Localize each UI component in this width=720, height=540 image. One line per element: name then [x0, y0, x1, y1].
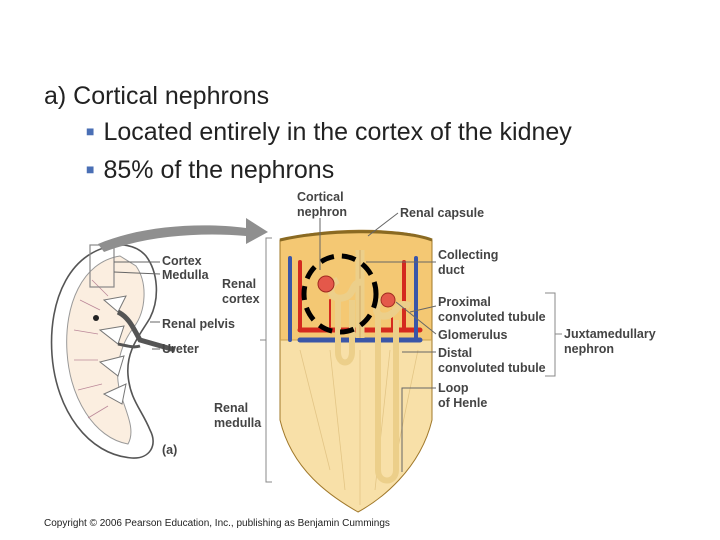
label-renal-cortex: Renal cortex — [222, 277, 260, 306]
copyright-text: Copyright © 2006 Pearson Education, Inc.… — [44, 518, 390, 529]
label-glomerulus: Glomerulus — [438, 328, 508, 342]
arrow-icon — [98, 218, 268, 252]
bullet-item: ■ Located entirely in the cortex of the k… — [86, 118, 572, 147]
label-cortex: Cortex — [162, 254, 202, 268]
highlight-circle — [301, 253, 379, 335]
bullet-item: ■ 85% of the nephrons — [86, 156, 334, 185]
label-collecting-duct: Collecting duct — [438, 248, 499, 277]
label-juxtamedullary-nephron: Juxtamedullary nephron — [564, 327, 656, 356]
bullet-icon: ■ — [86, 123, 95, 139]
slide-heading: a) Cortical nephrons — [44, 82, 270, 110]
label-renal-medulla: Renal medulla — [214, 401, 262, 430]
kidney-illustration — [50, 244, 176, 459]
label-loop-of-henle: Loop of Henle — [438, 381, 488, 410]
label-cortical-nephron: Cortical nephron — [297, 190, 347, 219]
label-medulla: Medulla — [162, 268, 209, 282]
label-distal-tubule: Distal convoluted tubule — [438, 346, 546, 375]
label-ureter: Ureter — [162, 342, 199, 356]
label-panel: (a) — [162, 443, 178, 457]
bullet-text: 85% of the nephrons — [103, 156, 335, 184]
label-renal-capsule: Renal capsule — [400, 206, 485, 220]
bullet-icon: ■ — [86, 161, 95, 177]
glomerulus-icon — [317, 275, 396, 308]
bullet-text: Located entirely in the cortex of the ki… — [103, 118, 572, 146]
label-renal-pelvis: Renal pelvis — [162, 317, 235, 331]
label-proximal-tubule: Proximal convoluted tubule — [438, 295, 546, 324]
